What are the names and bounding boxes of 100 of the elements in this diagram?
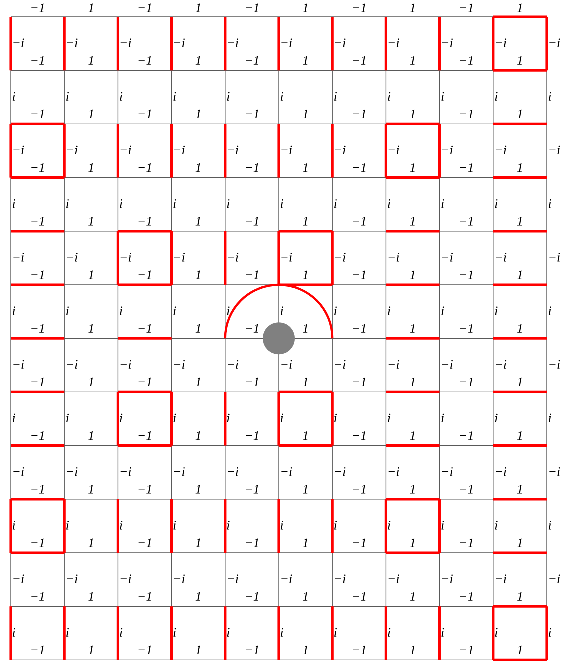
cell-label: 1	[410, 4, 415, 12]
cell-label: −1	[138, 56, 152, 65]
cell-label: −1	[138, 110, 152, 118]
cell-label: i	[174, 92, 176, 101]
cell-label: i	[12, 200, 16, 208]
cell-label: −i	[14, 146, 24, 154]
cell-label: 1	[517, 538, 522, 548]
cell-label: 1	[517, 164, 522, 172]
cell-label: −i	[496, 360, 507, 369]
cell-label: i	[442, 414, 444, 422]
cell-label: 1	[196, 378, 200, 386]
cell-label: 1	[88, 56, 94, 65]
cell-label: −i	[228, 38, 239, 48]
cell-label: −i	[335, 468, 346, 476]
cell-label: −i	[335, 38, 346, 48]
cell-label: −i	[442, 574, 453, 584]
cell-label: i	[66, 414, 70, 422]
cell-label: −1	[353, 56, 366, 65]
cell-label: −i	[335, 574, 346, 584]
cell-label: i	[280, 92, 284, 101]
cell-label: −i	[228, 146, 239, 154]
cell-label: −i	[388, 468, 400, 476]
cell-label: −1	[460, 110, 473, 118]
cell-label: 1	[88, 217, 94, 226]
cell-label: −1	[460, 56, 473, 65]
cell-label: −i	[335, 146, 346, 154]
cell-label: −i	[282, 574, 292, 584]
cell-label: i	[495, 414, 498, 422]
cell-label: i	[548, 414, 552, 422]
cell-label: −i	[550, 468, 560, 476]
cell-label: 1	[410, 432, 415, 440]
cell-label: 1	[517, 378, 522, 386]
cell-label: −i	[335, 360, 346, 369]
cell-label: 1	[88, 592, 94, 601]
cell-label: 1	[410, 324, 415, 333]
cell-label: i	[495, 628, 498, 637]
cell-label: 1	[88, 646, 94, 654]
cell-label: i	[280, 521, 284, 530]
cell-label: −1	[246, 4, 258, 12]
cell-label: −i	[120, 574, 132, 584]
cell-label: −i	[282, 468, 292, 476]
cell-label: i	[442, 628, 444, 637]
cell-label: −1	[32, 432, 44, 440]
cell-label: −1	[246, 217, 258, 226]
cell-label: 1	[517, 217, 522, 226]
cell-label: i	[227, 414, 230, 422]
cell-label: i	[174, 200, 176, 208]
cell-label: −1	[460, 164, 473, 172]
cell-label: i	[442, 92, 444, 101]
cell-label: 1	[410, 378, 415, 386]
cell-label: 1	[410, 592, 415, 601]
cell-label: −1	[460, 485, 473, 494]
cell-label: i	[388, 414, 391, 422]
cell-label: −1	[32, 324, 44, 333]
cell-label: −1	[460, 217, 473, 226]
cell-label: −i	[496, 253, 507, 262]
cell-label: i	[548, 306, 552, 316]
cell-label: i	[66, 306, 70, 316]
cell-label: −i	[120, 38, 132, 48]
cell-label: i	[227, 521, 230, 530]
cell-label: −1	[246, 110, 258, 118]
cell-label: −i	[442, 360, 453, 369]
cell-label: i	[120, 306, 123, 316]
cell-label: −i	[174, 253, 185, 262]
cell-label: −1	[460, 646, 473, 654]
cell-label: −i	[550, 574, 560, 584]
cell-label: i	[334, 628, 337, 637]
cell-label: 1	[196, 270, 200, 280]
cell-label: −i	[442, 468, 453, 476]
cell-label: 1	[517, 592, 522, 601]
cell-label: 1	[410, 485, 415, 494]
cell-label: −i	[14, 38, 24, 48]
cell-label: −i	[442, 253, 453, 262]
cell-label: i	[12, 628, 16, 637]
cell-label: −i	[282, 253, 292, 262]
cell-label: 1	[303, 270, 308, 280]
cell-label: i	[334, 414, 337, 422]
cell-label: 1	[303, 432, 308, 440]
cell-label: 1	[196, 592, 200, 601]
cell-label: −i	[388, 38, 400, 48]
cell-label: −i	[120, 253, 132, 262]
cell-label: 1	[303, 646, 308, 654]
cell-label: −i	[388, 574, 400, 584]
cell-label: −1	[353, 164, 366, 172]
cell-label: −1	[32, 270, 44, 280]
cell-label: i	[442, 521, 444, 530]
cell-label: −i	[282, 146, 292, 154]
cell-label: i	[548, 92, 552, 101]
cell-label: i	[120, 92, 123, 101]
cell-label: −1	[460, 324, 473, 333]
cell-label: 1	[196, 217, 200, 226]
cell-label: −i	[550, 38, 560, 48]
cell-label: 1	[88, 110, 94, 118]
cell-label: 1	[196, 646, 200, 654]
cell-label: i	[334, 521, 337, 530]
cell-label: −1	[353, 646, 366, 654]
cell-label: −1	[246, 56, 258, 65]
cell-label: 1	[303, 592, 308, 601]
cell-label: −1	[246, 646, 258, 654]
cell-label: −i	[442, 38, 453, 48]
